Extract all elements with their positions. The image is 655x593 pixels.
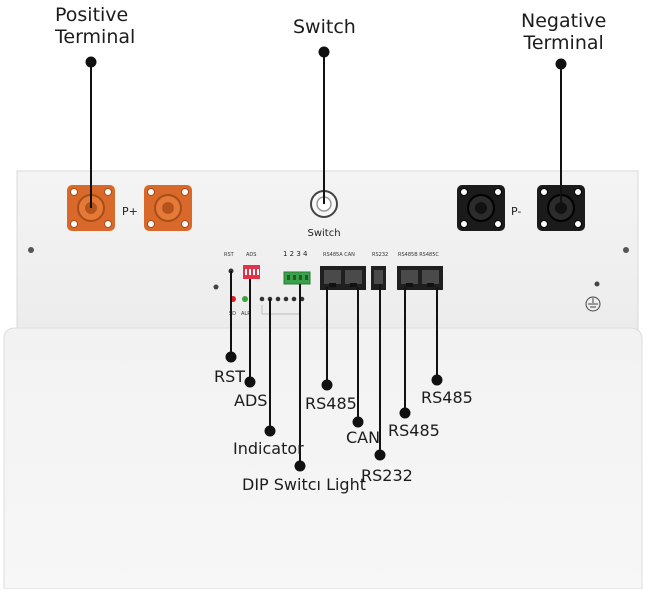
rs485-b-callout: RS485 (388, 421, 440, 440)
indicator-callout: Indicator (233, 439, 304, 458)
positive-terminal-line-1: Positive (55, 4, 129, 26)
positive-terminal-line-2: Terminal (55, 26, 136, 48)
positive-terminal-2 (144, 185, 192, 231)
p-minus-label: P- (511, 205, 521, 218)
negative-terminal-1 (457, 185, 505, 231)
battery-body (3, 327, 643, 590)
ads-callout: ADS (234, 391, 268, 410)
mounting-hole-right (623, 247, 629, 253)
rs232-callout: RS232 (361, 466, 413, 485)
rst-callout: RST (214, 367, 246, 386)
alr-led-label: ALR (241, 311, 251, 317)
rs485a-can-port-label: RS485A CAN (323, 252, 355, 258)
rst-port-label: RST (224, 252, 235, 258)
switch-callout: Switch (293, 16, 356, 38)
rs232-port (371, 266, 386, 290)
rs485-c-callout: RS485 (421, 388, 473, 407)
switch-panel-label: Switch (307, 228, 340, 239)
rs485-a-callout: RS485 (305, 394, 357, 413)
ground-icon (585, 296, 601, 312)
rs232-port-label: RS232 (372, 252, 388, 258)
ads-dip-switch[interactable] (243, 265, 260, 279)
dip-terminal-block (283, 271, 311, 285)
p-plus-label: P+ (122, 205, 138, 218)
ads-port-label: ADS (246, 252, 256, 258)
rs485bc-port-block (397, 266, 443, 290)
rs485-can-port-block (320, 266, 366, 290)
mounting-hole-left (28, 247, 34, 253)
panel-screw-right (594, 281, 600, 287)
leader-lines (85, 46, 567, 472)
negative-terminal-callout: Negative Terminal (521, 12, 606, 53)
negative-terminal-line-2: Terminal (523, 32, 604, 54)
alr-led (242, 296, 248, 302)
dip-switch-light-callout: DIP Switcı Light (242, 475, 366, 494)
negative-terminal-line-1: Negative (521, 10, 607, 32)
panel-screw (213, 284, 219, 290)
dip-numbers-label: 1 2 3 4 (283, 250, 308, 258)
positive-terminal-callout: Positive Terminal (55, 6, 135, 47)
sd-led-label: SD (229, 311, 236, 317)
can-callout: CAN (346, 428, 381, 447)
rs485bc-port-label: RS485B RS485C (398, 252, 439, 258)
